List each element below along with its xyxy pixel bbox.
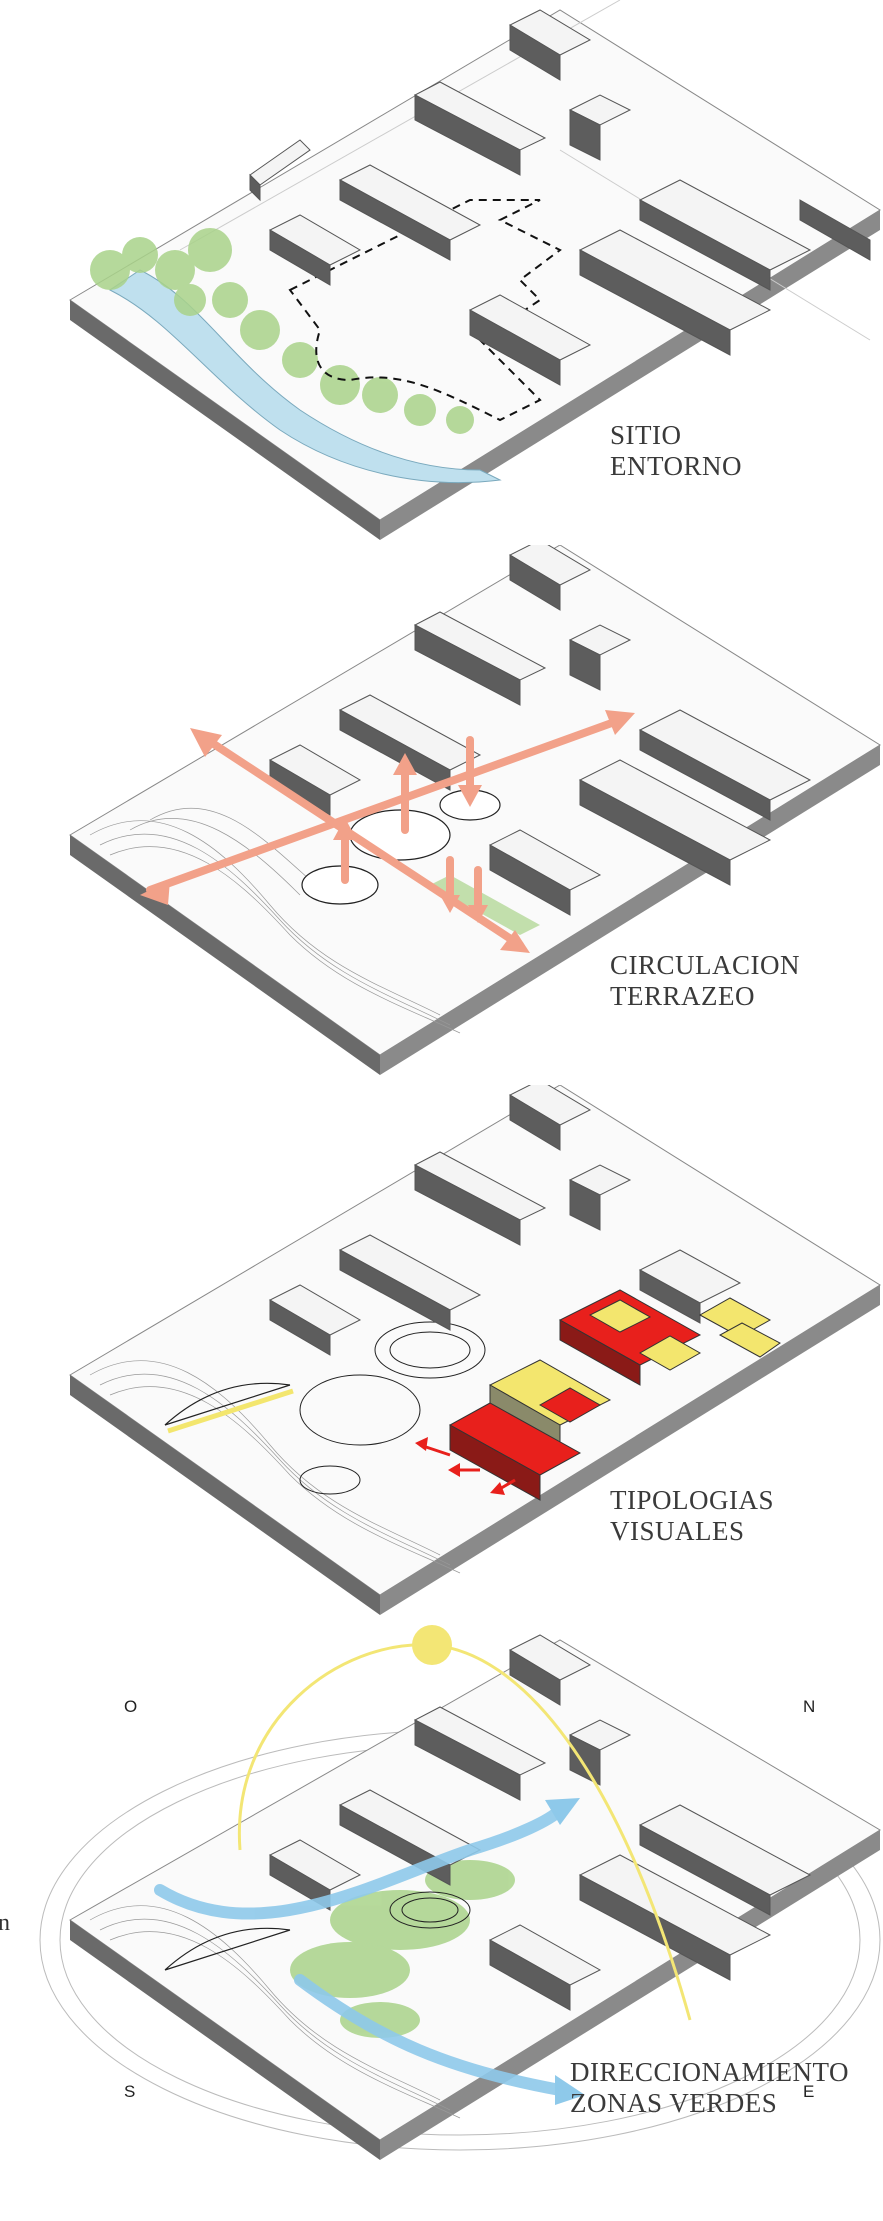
wind-arrow-icon bbox=[154, 1804, 566, 2096]
typology-blocks bbox=[448, 1289, 781, 1501]
label-circulacion-line2: TERRAZEO bbox=[610, 981, 755, 1011]
label-tipologias-line2: VISUALES bbox=[610, 1516, 745, 1546]
building-blocks bbox=[268, 1634, 812, 2011]
label-sitio-line1: SITIO bbox=[610, 420, 682, 450]
building-blocks bbox=[268, 545, 812, 916]
building-blocks bbox=[268, 1085, 742, 1356]
label-tipologias: TIPOLOGIAS VISUALES bbox=[610, 1485, 774, 1547]
label-circulacion: CIRCULACION TERRAZEO bbox=[610, 950, 800, 1012]
plaza-curves bbox=[299, 1321, 486, 1495]
green-zones bbox=[290, 1860, 515, 2038]
site-axonometric-2 bbox=[69, 545, 881, 1075]
topography-lines bbox=[89, 1360, 461, 1574]
label-sitio-line2: ENTORNO bbox=[610, 451, 743, 481]
site-axonometric-1 bbox=[69, 0, 881, 540]
label-direccionamiento: DIRECCIONAMIENTO ZONAS VERDES bbox=[570, 2057, 849, 2119]
panel-sitio-entorno: SITIO ENTORNO bbox=[0, 0, 883, 540]
topography-lines bbox=[89, 808, 461, 1034]
edge-text: n bbox=[0, 1910, 10, 1936]
panel-tipologias-visuales: TIPOLOGIAS VISUALES bbox=[0, 1085, 883, 1625]
compass-east: E bbox=[803, 2082, 815, 2101]
site-boundary bbox=[288, 199, 562, 422]
site-axonometric-3 bbox=[69, 1085, 881, 1615]
sun-path-icon bbox=[237, 1625, 692, 2021]
plaza-curves bbox=[389, 1891, 471, 1929]
compass-south: S bbox=[124, 2082, 136, 2101]
compass-west: O bbox=[124, 1697, 138, 1716]
building-blocks bbox=[249, 9, 871, 386]
river bbox=[109, 269, 502, 484]
site-axonometric-4 bbox=[39, 1625, 881, 2160]
label-direccionamiento-line2: ZONAS VERDES bbox=[570, 2088, 778, 2118]
label-tipologias-line1: TIPOLOGIAS bbox=[610, 1485, 774, 1515]
topography-lines bbox=[89, 1905, 461, 2119]
label-circulacion-line1: CIRCULACION bbox=[610, 950, 801, 980]
visual-arrows bbox=[415, 1437, 516, 1495]
panel-circulacion-terrazeo: CIRCULACION TERRAZEO bbox=[0, 545, 883, 1085]
label-direccionamiento-line1: DIRECCIONAMIENTO bbox=[570, 2057, 849, 2087]
circulation-arrow-icon bbox=[140, 710, 635, 953]
compass-north: N bbox=[803, 1697, 816, 1716]
vegetation-cluster bbox=[90, 228, 474, 434]
bridge bbox=[164, 1927, 291, 1971]
wind-arrow-heads bbox=[545, 1798, 585, 2105]
bridge bbox=[164, 1382, 294, 1434]
label-sitio: SITIO ENTORNO bbox=[610, 420, 742, 482]
panel-direccionamiento-zonas-verdes: O N S E n DIRECCIONAMIENTO ZONAS VERDES bbox=[0, 1620, 883, 2221]
